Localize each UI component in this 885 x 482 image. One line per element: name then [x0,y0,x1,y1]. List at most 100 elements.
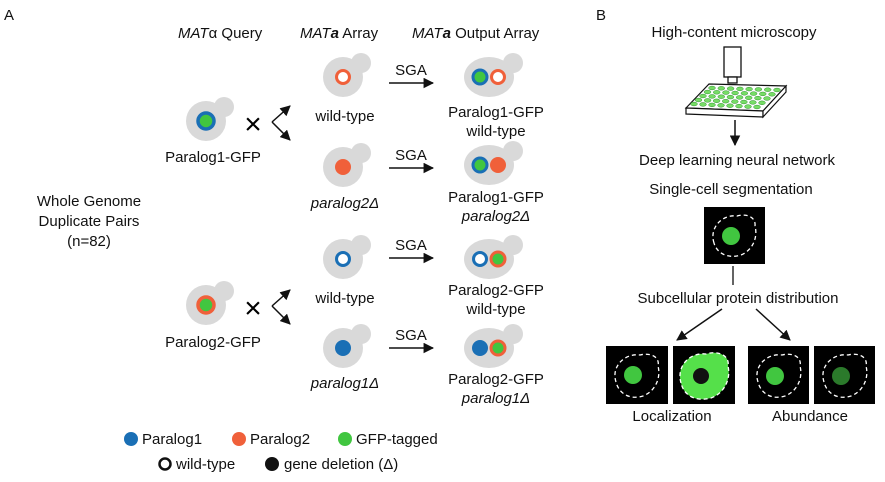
plate-well [754,95,762,101]
plate-well [758,100,766,105]
plate-well [722,99,730,104]
plate-well [703,98,712,103]
plate-well [726,94,735,100]
panel-b-letter: B [596,7,606,24]
plate-well [768,92,776,97]
group-label-abundance: Abundance [772,408,848,425]
plate-well [735,95,744,100]
plate-well [699,93,707,99]
plate-well [736,86,744,92]
output4-line2: paralog1Δ [461,390,530,407]
abundance-image-1 [748,346,809,404]
plate-well [764,87,772,92]
plate-well [749,91,758,96]
plate-well [708,85,716,91]
plate-well [763,96,771,101]
sga-label: SGA [395,62,427,79]
cross-symbol-2: × [244,292,262,325]
query-cell-paralog1-gfp [186,97,234,141]
output-cell-p1gfp-wildtype [464,53,523,97]
localization-image-2 [673,346,735,404]
plate-well [703,89,712,95]
output-cell-p2gfp-wildtype [464,235,523,279]
side-label-line2: Duplicate Pairs [39,213,140,230]
sga-step-4: SGA [389,327,435,354]
output2-line1: Paralog1-GFP [448,189,544,206]
array-label-wildtype-1: wild-type [314,108,374,125]
cross-symbol-1: × [244,108,262,141]
query1-label: Paralog1-GFP [165,149,261,166]
abundance-image-2 [814,346,875,404]
cross-arrow-up-1 [271,105,291,123]
legend-paralog2-swatch [232,432,246,446]
plate-well [713,90,721,95]
output1-line1: Paralog1-GFP [448,104,544,121]
plate-well [754,87,763,92]
array-label-paralog2-deletion: paralog2Δ [310,195,379,212]
plate-well [694,97,703,103]
query2-label: Paralog2-GFP [165,334,261,351]
plate-well [731,99,739,104]
plate-well [745,86,753,92]
output4-line1: Paralog2-GFP [448,371,544,388]
flow-arrow-right [755,308,791,341]
sga-label: SGA [395,327,427,344]
plate-well [773,87,781,93]
localization-image-1 [606,346,668,404]
sga-step-3: SGA [389,237,435,264]
column-header-output: MATa Output Array [412,25,540,42]
plate-well [726,86,735,91]
step-deep-learning: Deep learning neural network [639,152,835,169]
output-cell-p1gfp-paralog2-deletion [464,141,523,185]
plate-well [740,91,749,96]
plate-well [759,91,767,97]
array-label-wildtype-2: wild-type [314,290,374,307]
legend-wildtype-swatch [158,457,172,471]
legend-deletion-swatch [265,457,279,471]
plate-well [717,86,725,91]
array-cell-paralog1-deletion [323,324,371,368]
group-label-localization: Localization [632,408,711,425]
sga-label: SGA [395,237,427,254]
step-subcellular-distribution: Subcellular protein distribution [638,290,839,307]
step-single-cell-segmentation: Single-cell segmentation [649,181,812,198]
plate-well [717,94,725,99]
plate-well [722,90,730,95]
plate-well [735,103,743,109]
legend-gfp-swatch [338,432,352,446]
plate-well [690,101,698,107]
query-cell-paralog2-gfp [186,281,234,325]
output1-line2: wild-type [465,123,525,140]
column-header-query: MATα Query [178,25,263,42]
segmented-cell-image [704,207,765,264]
legend: Paralog1 Paralog2 GFP-tagged wild-type g… [124,431,438,473]
array-cell-paralog2-deletion [323,143,371,187]
legend-deletion-label: gene deletion (Δ) [284,456,398,473]
output2-line2: paralog2Δ [461,208,530,225]
plate-well [708,94,716,99]
cross-arrow-down-2 [271,305,291,325]
plate-well [708,102,716,108]
side-label-line3: (n=82) [67,233,111,250]
legend-paralog2-label: Paralog2 [250,431,310,448]
plate-well [753,104,761,110]
output-cell-p2gfp-paralog1-deletion [464,324,523,368]
array-label-paralog1-deletion: paralog1Δ [310,375,379,392]
sga-step-2: SGA [389,147,435,174]
legend-paralog1-swatch [124,432,138,446]
well-plate-icon [684,83,788,119]
cross-arrow-down-1 [271,121,291,141]
plate-well [731,90,739,96]
legend-wildtype-label: wild-type [175,456,235,473]
legend-paralog1-label: Paralog1 [142,431,202,448]
flow-arrow-left [676,308,723,341]
array-cell-wildtype-paralog1 [323,235,371,279]
sga-label: SGA [395,147,427,164]
plate-well [745,95,753,100]
plate-well [740,99,748,105]
array-cell-wildtype-paralog2 [323,53,371,97]
sga-step-1: SGA [389,62,435,89]
output3-line2: wild-type [465,301,525,318]
plate-well [749,100,757,105]
